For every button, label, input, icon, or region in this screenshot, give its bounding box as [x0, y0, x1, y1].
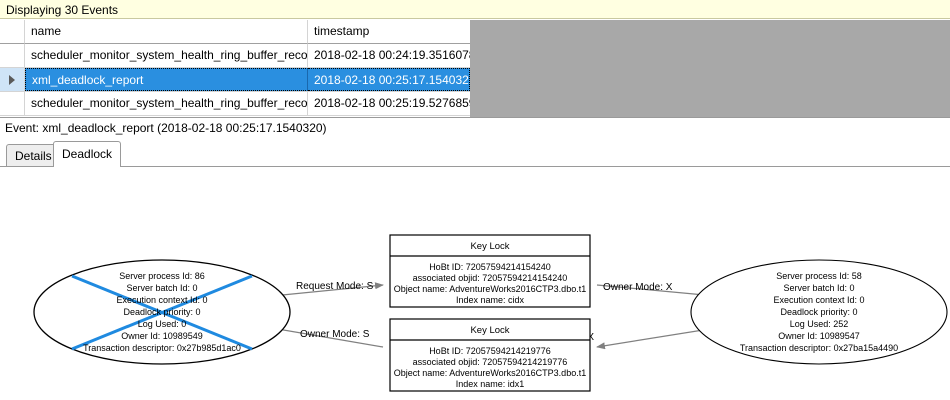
cell-timestamp[interactable]: 2018-02-18 00:25:19.5276859 — [314, 96, 470, 110]
resource-top-line-1: associated objid: 72057594214154240 — [413, 273, 568, 283]
resource-bottom-line-0: HoBt ID: 72057594214219776 — [429, 346, 551, 356]
cell-timestamp[interactable]: 2018-02-18 00:25:17.1540320 — [308, 68, 470, 91]
edge-label-top-owner-right: Owner Mode: X — [603, 282, 673, 293]
current-row-arrow-icon — [9, 75, 15, 85]
process-right-line-6: Transaction descriptor: 0x27ba15a4490 — [740, 343, 898, 353]
table-row-selected[interactable]: xml_deadlock_report 2018-02-18 00:25:17.… — [0, 68, 470, 92]
cell-name[interactable]: xml_deadlock_report — [25, 68, 308, 91]
process-left-line-1: Server batch Id: 0 — [126, 283, 197, 293]
resource-top-line-2: Object name: AdventureWorks2016CTP3.dbo.… — [394, 284, 586, 294]
process-right-line-3: Deadlock priority: 0 — [780, 307, 857, 317]
event-detail-header: Event: xml_deadlock_report (2018-02-18 0… — [0, 117, 950, 139]
table-row[interactable]: scheduler_monitor_system_health_ring_buf… — [0, 92, 470, 116]
cell-timestamp[interactable]: 2018-02-18 00:24:19.3516078 — [314, 48, 470, 62]
resource-bottom-line-2: Object name: AdventureWorks2016CTP3.dbo.… — [394, 368, 586, 378]
tab-deadlock[interactable]: Deadlock — [53, 141, 122, 167]
process-right-line-0: Server process Id: 58 — [776, 271, 862, 281]
resource-top-line-3: Index name: cidx — [456, 295, 525, 305]
process-left-line-5: Owner Id: 10989549 — [121, 331, 203, 341]
resource-bottom-title: Key Lock — [470, 325, 509, 336]
column-header-name[interactable]: name — [25, 20, 308, 44]
edge-bottom-owner-left: Owner Mode: S — [265, 324, 384, 348]
resource-node-top[interactable]: Key Lock HoBt ID: 72057594214154240 asso… — [389, 234, 591, 308]
row-selector-header — [0, 20, 25, 44]
column-header-timestamp[interactable]: timestamp — [308, 20, 470, 44]
events-grid-background: name timestamp scheduler_monitor_system_… — [0, 20, 950, 117]
resource-top-line-0: HoBt ID: 72057594214154240 — [429, 262, 551, 272]
table-row[interactable]: scheduler_monitor_system_health_ring_buf… — [0, 44, 470, 68]
victim-cross-icon — [71, 274, 253, 351]
resource-bottom-line-3: Index name: idx1 — [456, 379, 525, 389]
status-strip: Displaying 30 Events — [0, 0, 950, 19]
process-left-line-2: Execution context Id: 0 — [116, 295, 207, 305]
deadlock-graph-canvas[interactable]: Request Mode: S Owner Mode: X Owner Mode… — [0, 166, 950, 400]
edge-label-left-request-top: Request Mode: S — [296, 281, 374, 292]
process-right-line-2: Execution context Id: 0 — [773, 295, 864, 305]
process-right-line-1: Server batch Id: 0 — [783, 283, 854, 293]
cell-name[interactable]: scheduler_monitor_system_health_ring_buf… — [25, 92, 308, 115]
resource-bottom-line-1: associated objid: 72057594214219776 — [413, 357, 568, 367]
row-selector[interactable] — [0, 92, 25, 115]
edge-label-bottom-owner-left: Owner Mode: S — [300, 329, 370, 340]
resource-node-bottom[interactable]: Key Lock HoBt ID: 72057594214219776 asso… — [389, 318, 591, 392]
process-left-line-4: Log Used: 0 — [138, 319, 187, 329]
status-strip-label: Displaying 30 Events — [6, 3, 119, 17]
process-node-left[interactable]: Server process Id: 86 Server batch Id: 0… — [33, 259, 291, 365]
events-grid[interactable]: name timestamp scheduler_monitor_system_… — [0, 20, 470, 117]
events-grid-header-row: name timestamp — [0, 20, 470, 44]
process-left-line-3: Deadlock priority: 0 — [123, 307, 200, 317]
process-right-line-4: Log Used: 252 — [790, 319, 849, 329]
event-detail-title: Event: xml_deadlock_report (2018-02-18 0… — [5, 121, 327, 135]
cell-name[interactable]: scheduler_monitor_system_health_ring_buf… — [25, 44, 308, 67]
process-right-line-5: Owner Id: 10989547 — [778, 331, 860, 341]
row-selector[interactable] — [0, 68, 25, 91]
process-left-line-0: Server process Id: 86 — [119, 271, 205, 281]
row-selector[interactable] — [0, 44, 25, 67]
process-node-right[interactable]: Server process Id: 58 Server batch Id: 0… — [690, 259, 948, 365]
resource-top-title: Key Lock — [470, 241, 509, 252]
process-left-line-6: Transaction descriptor: 0x27b985d1ac0 — [83, 343, 241, 353]
tab-strip: Details Deadlock — [0, 139, 950, 167]
